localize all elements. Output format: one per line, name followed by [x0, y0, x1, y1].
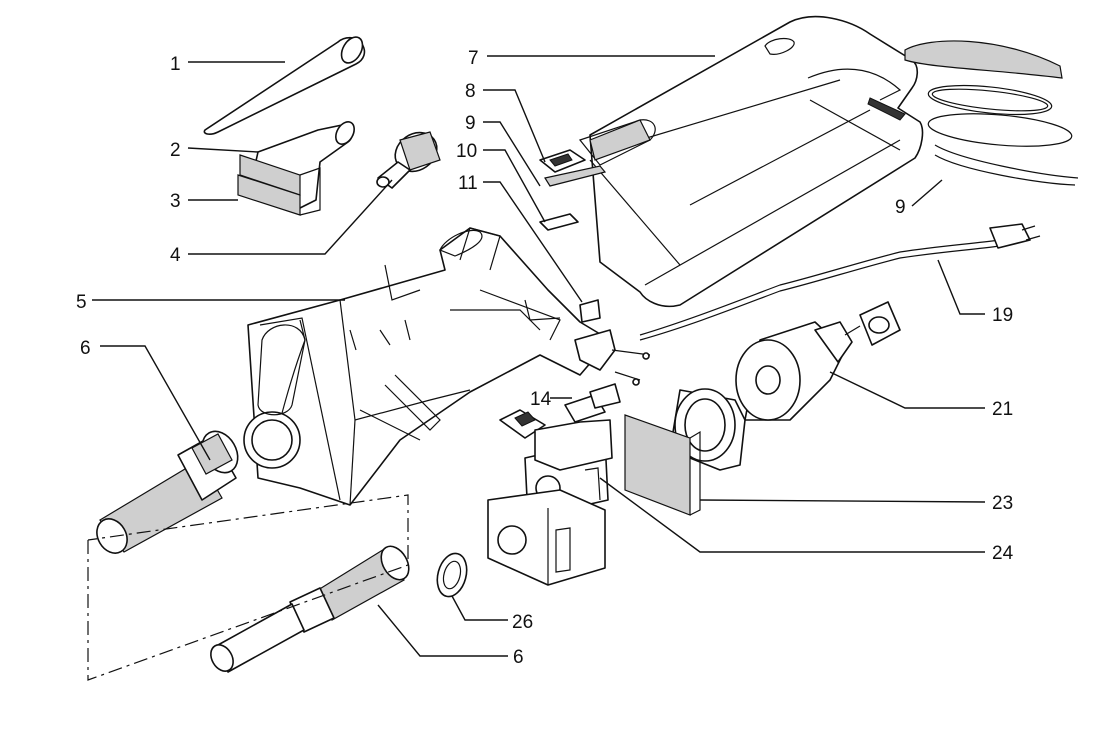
filter-cassette-part — [487, 489, 606, 586]
callout-9-left: 9 — [465, 113, 476, 134]
brush-nozzle-part — [376, 131, 441, 189]
callout-labels: 1 2 3 4 5 6 6 7 8 9 9 10 11 14 19 21 23 … — [76, 48, 1014, 668]
chassis-frame-part — [243, 227, 611, 506]
callout-11: 11 — [458, 173, 478, 194]
upholstery-nozzle-part — [237, 121, 355, 216]
leader-lines — [92, 55, 986, 657]
callout-21: 21 — [992, 399, 1013, 420]
switch-bracket-part — [499, 383, 621, 439]
hose-coupling-part — [96, 430, 239, 554]
callout-4: 4 — [170, 245, 181, 266]
retaining-ring-part — [436, 552, 468, 598]
housing-handle-part — [578, 15, 924, 308]
callout-24: 24 — [992, 543, 1014, 564]
switch-seal-part — [539, 213, 579, 231]
hose-extension-part — [210, 545, 410, 673]
callout-3: 3 — [170, 191, 181, 212]
callout-1: 1 — [170, 54, 181, 75]
drive-belts-part — [904, 40, 1079, 186]
callout-19: 19 — [992, 305, 1013, 326]
callout-6-coupling: 6 — [80, 338, 91, 359]
switch-button-part — [539, 149, 586, 173]
filter-pad-part — [624, 414, 701, 516]
callout-8: 8 — [465, 81, 476, 102]
callout-26: 26 — [512, 612, 533, 633]
crevice-tool-part — [203, 36, 366, 135]
switch-block-part — [579, 299, 601, 323]
power-cord-part — [574, 223, 1041, 386]
callout-7: 7 — [468, 48, 479, 69]
alignment-line — [87, 494, 409, 681]
callout-5: 5 — [76, 292, 87, 313]
callout-2: 2 — [170, 140, 181, 161]
callout-23: 23 — [992, 493, 1013, 514]
callout-9-right: 9 — [895, 197, 906, 218]
switch-cover-part — [544, 165, 607, 187]
callout-6-extension: 6 — [513, 647, 524, 668]
callout-10: 10 — [456, 141, 477, 162]
callout-14: 14 — [530, 389, 552, 410]
motor-part — [735, 301, 901, 421]
